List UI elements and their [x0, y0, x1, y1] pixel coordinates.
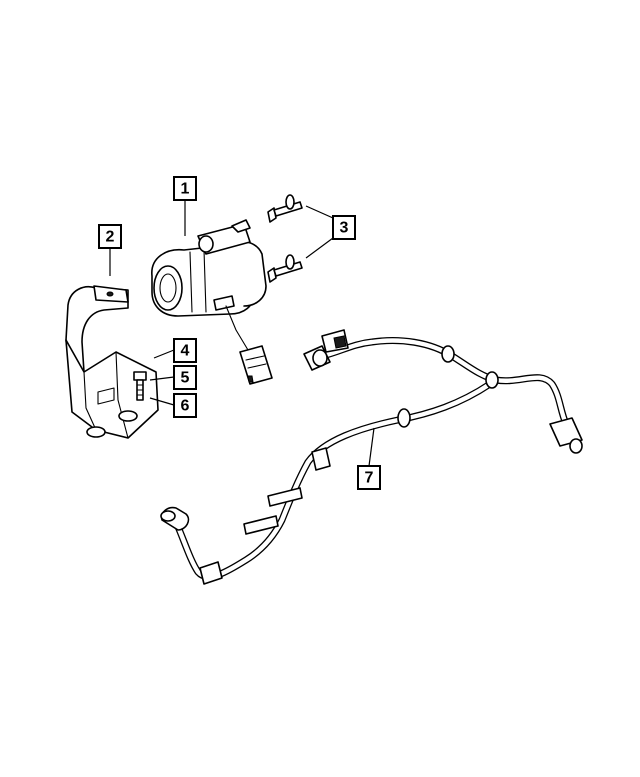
callout-7[interactable]: 7: [357, 465, 381, 490]
bracket-bolt[interactable]: [133, 371, 147, 401]
leader-6: [149, 397, 175, 406]
callout-4[interactable]: 4: [173, 338, 197, 363]
vacuum-pump[interactable]: [151, 219, 273, 385]
callout-1[interactable]: 1: [173, 176, 197, 201]
callout-3[interactable]: 3: [332, 215, 356, 240]
callout-7-label: 7: [365, 470, 374, 487]
leader-3a: [305, 205, 334, 219]
callout-5-label: 5: [181, 370, 190, 387]
callout-4-label: 4: [181, 343, 190, 360]
leader-7: [368, 427, 375, 467]
mounting-bracket[interactable]: [65, 285, 159, 439]
pump-bolts[interactable]: [267, 194, 303, 283]
leader-4: [153, 349, 175, 359]
callout-6[interactable]: 6: [173, 393, 197, 418]
callout-2-label: 2: [106, 229, 115, 246]
callout-2[interactable]: 2: [98, 224, 122, 249]
callout-3-label: 3: [340, 220, 349, 237]
leader-3b: [305, 237, 334, 259]
callout-5[interactable]: 5: [173, 365, 197, 390]
leader-5: [149, 376, 175, 381]
callout-1-label: 1: [181, 181, 190, 198]
callout-6-label: 6: [181, 398, 190, 415]
vacuum-hose-assembly[interactable]: [160, 329, 583, 585]
